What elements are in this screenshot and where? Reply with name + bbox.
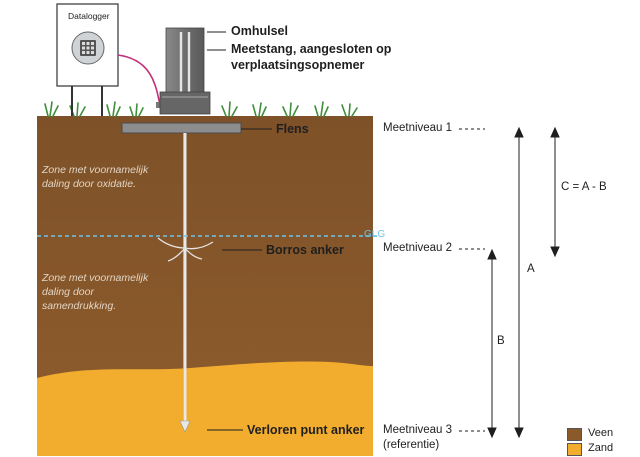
meetniveau2-label: Meetniveau 2 [383,242,453,254]
flens-label: Flens [276,122,309,136]
cable [117,54,161,105]
dimension-arrows [487,126,560,439]
grass [44,101,358,117]
meetstang-label-line2: verplaatsingsopnemer [231,58,365,72]
legend-label-zand: Zand [588,442,614,454]
verloren-punt-anker [179,420,191,433]
meetniveau3-label: Meetniveau 3 [383,424,453,436]
flens [121,122,242,134]
zone-oxidatie: Zone met voornamelijk daling door oxidat… [42,163,148,191]
borros-label: Borros anker [266,243,344,257]
meetstang-label-line1: Meetstang, aangesloten op [231,42,392,56]
meetniveau1-label: Meetniveau 1 [383,122,453,134]
zone-oxidatie-line1: Zone met voornamelijk [42,164,149,176]
legend-label-veen: Veen [588,427,614,439]
verloren-label: Verloren punt anker [247,423,365,437]
glg-label: GLG [364,229,386,240]
legend-swatch-zand [567,443,582,456]
zone-samendrukking-line2: daling door [42,286,94,298]
legend-swatch-veen [567,428,582,441]
dimension-c-label: C = A - B [561,181,607,193]
omhulsel [159,27,211,115]
level-dashes [459,128,485,432]
omhulsel-label: Omhulsel [231,24,288,38]
zone-samendrukking-line3: samendrukking. [42,300,117,312]
borros-anker [157,237,214,262]
dimension-b-label: B [497,335,505,347]
leader-lines [207,31,272,431]
referentie-label: (referentie) [383,439,440,451]
zand-layer [37,361,373,456]
zone-samendrukking-line1: Zone met voornamelijk [42,272,149,284]
zone-oxidatie-line2: daling door oxidatie. [42,178,136,190]
datalogger [56,3,119,116]
zone-samendrukking: Zone met voornamelijk daling door samend… [42,271,148,313]
datalogger-label: Datalogger [68,11,110,21]
dimension-a-label: A [527,263,535,275]
